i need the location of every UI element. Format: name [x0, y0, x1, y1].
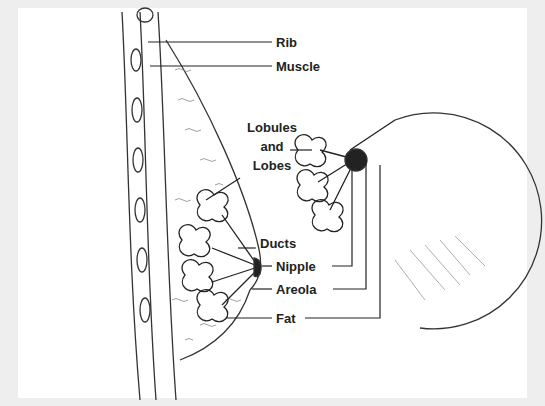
background-panel	[18, 8, 527, 398]
part-label: Nipple	[276, 257, 316, 276]
part-label: Areola	[276, 280, 316, 299]
part-label: Ducts	[260, 234, 296, 253]
part-label: Muscle	[276, 57, 320, 76]
part-label: Fat	[276, 309, 296, 328]
part-label: Rib	[276, 33, 297, 52]
part-label: Lobules and Lobes	[240, 118, 304, 175]
